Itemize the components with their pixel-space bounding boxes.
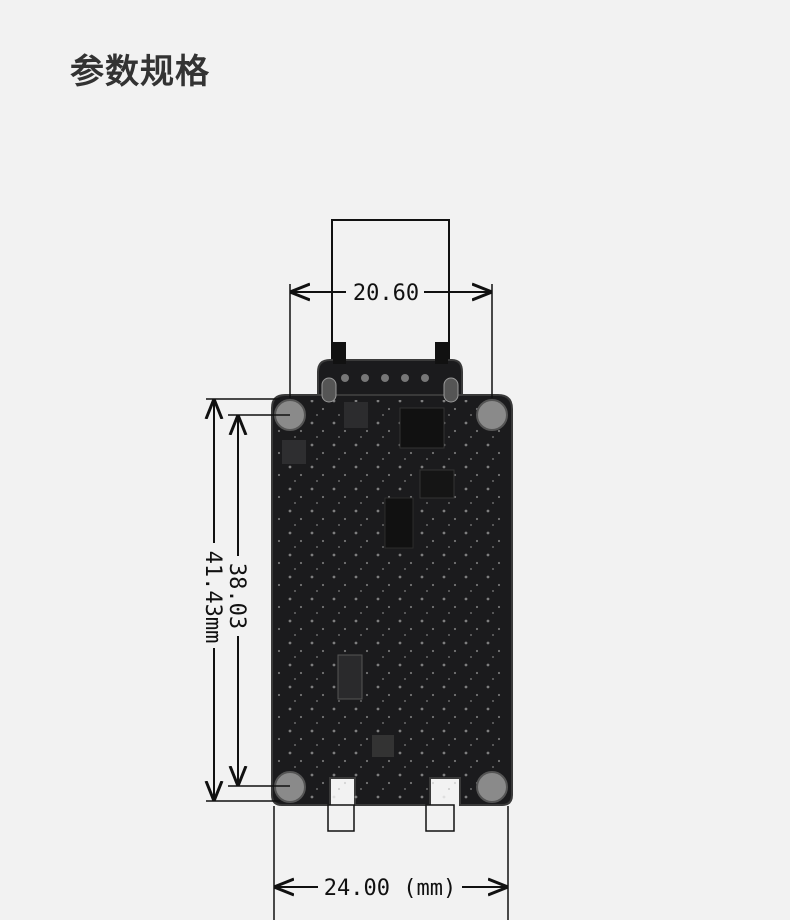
bottom-connector-left bbox=[327, 804, 355, 832]
dimension-top-width-label: 20.60 bbox=[353, 281, 419, 306]
mount-hole-bottom-right bbox=[476, 771, 508, 803]
mount-hole-top-right bbox=[476, 399, 508, 431]
dimension-outer-height: 41.43mm bbox=[200, 398, 280, 802]
page-title: 参数规格 bbox=[70, 52, 210, 92]
top-connector-outline bbox=[331, 219, 450, 361]
dimension-bottom-width: 24.00 (mm) bbox=[273, 806, 509, 920]
dimension-inner-height: 38.03 bbox=[224, 414, 290, 787]
dimension-outer-height-label: 41.43mm bbox=[200, 551, 225, 644]
pcb-board bbox=[271, 342, 513, 806]
mount-hole-bottom-left bbox=[274, 771, 306, 803]
dimension-bottom-width-label: 24.00 (mm) bbox=[324, 876, 456, 901]
bottom-connector-right bbox=[425, 804, 455, 832]
dimension-top-width: 20.60 bbox=[289, 281, 493, 398]
dimension-inner-height-label: 38.03 bbox=[224, 563, 249, 629]
